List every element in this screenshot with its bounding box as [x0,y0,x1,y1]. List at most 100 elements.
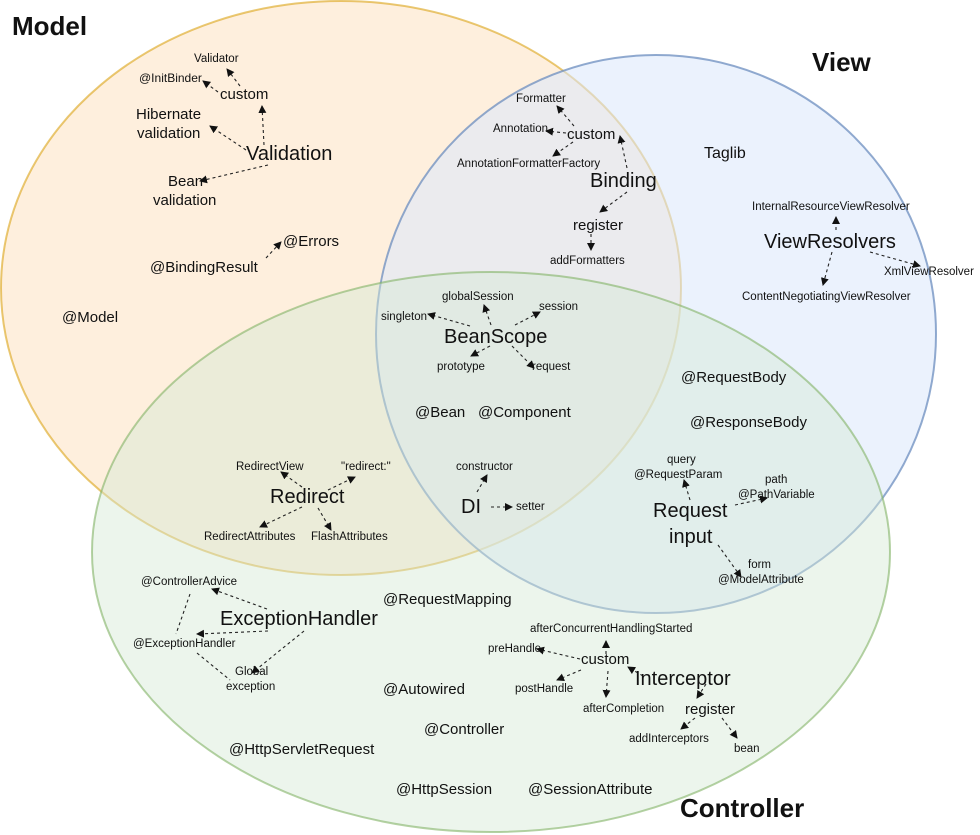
node-requestbody: @RequestBody [681,369,787,386]
arrow-interceptor-register [696,683,707,699]
node-xml-view-resolver: XmlViewResolver [884,266,974,278]
node-interceptor-bean: bean [734,743,760,755]
node-viewresolvers: ViewResolvers [764,231,896,253]
node-bean-validation-1: Bean [168,173,203,190]
node-request-input-1: Request [653,500,728,522]
node-posthandle: postHandle [515,683,573,695]
node-flashattributes: FlashAttributes [311,531,388,543]
relationship-arrows [175,68,921,739]
arrow-custom-formatter [556,105,575,127]
node-after-concurrent-handling-started: afterConcurrentHandlingStarted [530,623,692,635]
node-bean-annotation: @Bean [415,404,465,421]
arrow-eh-global [251,630,305,674]
view-set-label: View [812,47,872,77]
arrow-redirect-redirectattributes [259,506,303,528]
node-interceptor: Interceptor [635,668,731,690]
node-sessionattribute: @SessionAttribute [528,781,652,798]
node-redirect: Redirect [270,486,345,508]
node-redirectview: RedirectView [236,461,304,473]
node-form: form [748,559,771,571]
node-initbinder: @InitBinder [139,71,202,85]
node-query: query [667,454,696,466]
node-request: request [532,361,571,373]
arrow-bindingresult-errors [265,241,282,259]
node-requestparam: @RequestParam [634,469,722,481]
node-singleton: singleton [381,311,427,323]
arrow-input-form [717,544,742,578]
arrow-custom-prehandle [536,646,581,660]
node-taglib: Taglib [704,145,746,162]
node-responsebody: @ResponseBody [690,414,807,431]
node-formatter: Formatter [516,93,566,105]
node-validator: Validator [194,53,239,65]
node-di: DI [461,496,481,518]
model-set-label: Model [12,11,87,41]
node-validation-custom: custom [220,86,268,103]
node-interceptor-register: register [685,701,735,718]
node-bindingresult: @BindingResult [150,259,259,276]
arrow-scope-singleton [427,312,471,327]
arrow-custom-aftercompletion [602,670,611,698]
node-global-exception-1: Global [235,666,268,678]
node-model-annotation: @Model [62,309,118,326]
node-exceptionhandler: ExceptionHandler [220,608,378,630]
arrow-custom-posthandle [556,669,582,681]
controller-set-ellipse [91,271,891,833]
node-httpsession: @HttpSession [396,781,492,798]
node-request-input-2: input [669,526,713,548]
view-set-ellipse [375,54,937,614]
arrow-register-bean [721,717,738,739]
node-internal-resource-view-resolver: InternalResourceViewResolver [752,201,910,213]
arrow-redirect-redirectview [280,471,303,488]
node-prototype: prototype [437,361,485,373]
node-annotation: Annotation [493,123,548,135]
node-component: @Component [478,404,572,421]
node-controlleradvice: @ControllerAdvice [141,576,237,588]
arrow-scope-session [514,311,541,326]
node-exceptionhandler-annotation: @ExceptionHandler [133,638,236,650]
node-binding-custom: custom [567,126,615,143]
node-modelattribute: @ModelAttribute [718,574,804,586]
controller-set-label: Controller [680,793,804,823]
node-global-exception-2: exception [226,681,275,693]
arrow-custom-aff [552,141,574,157]
arrow-register-addinterceptors [680,717,696,730]
arrow-vr-xml [869,251,921,268]
node-redirectattributes: RedirectAttributes [204,531,296,543]
arrow-interceptor-custom [627,666,644,677]
node-prehandle: preHandle [488,643,541,655]
arrow-redirect-flashattributes [317,507,332,531]
node-session: session [539,301,578,313]
node-beanscope: BeanScope [444,326,547,348]
node-requestmapping: @RequestMapping [383,591,512,608]
arrow-redirect-string [327,476,356,491]
link-ann-global [196,652,231,681]
node-addinterceptors: addInterceptors [629,733,709,745]
node-interceptor-custom: custom [581,651,629,668]
node-hibernate-validation-2: validation [137,125,200,142]
link-controlleradvice-ann [175,593,191,635]
arrow-validation-custom [258,105,267,146]
node-constructor: constructor [456,461,513,473]
node-binding: Binding [590,170,657,192]
arrow-validation-hibernate [209,125,247,151]
node-pathvariable: @PathVariable [738,489,815,501]
node-validation: Validation [246,143,332,165]
node-bean-validation-2: validation [153,192,216,209]
node-controller-annotation: @Controller [424,721,504,738]
node-errors: @Errors [283,233,339,250]
node-aftercompletion: afterCompletion [583,703,664,715]
node-globalsession: globalSession [442,291,514,303]
arrow-scope-request [511,345,535,369]
node-hibernate-validation-1: Hibernate [136,106,201,123]
arrow-eh-controlleradvice [211,587,268,610]
node-redirect-string: "redirect:" [341,461,391,473]
node-binding-register: register [573,217,623,234]
node-autowired: @Autowired [383,681,465,698]
node-httpservletrequest: @HttpServletRequest [229,741,375,758]
node-addformatters: addFormatters [550,255,625,267]
node-content-negotiating-view-resolver: ContentNegotiatingViewResolver [742,291,911,303]
node-path: path [765,474,787,486]
node-annotation-formatter-factory: AnnotationFormatterFactory [457,158,600,170]
